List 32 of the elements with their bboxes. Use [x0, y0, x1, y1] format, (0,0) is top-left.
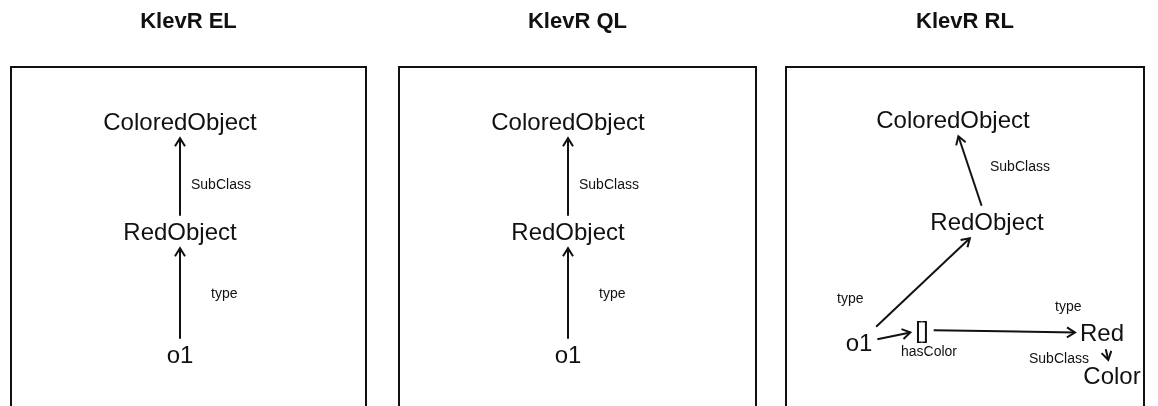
arrow — [932, 326, 1076, 339]
concept-label: Red — [1078, 319, 1126, 347]
concept-label: ColoredObject — [489, 108, 647, 136]
concept-label: RedObject — [509, 218, 627, 246]
edge-label: hasColor — [900, 343, 959, 359]
concept-label: RedObject — [928, 208, 1046, 236]
panel-title: KlevR EL — [139, 8, 238, 34]
arrow — [1100, 348, 1113, 361]
concept-label: o1 — [843, 329, 875, 357]
concept-label: o1 — [552, 341, 584, 369]
arrow — [876, 328, 912, 341]
arrow — [174, 247, 186, 340]
concept-label: ColoredObject — [874, 106, 1032, 134]
edge-label: SubClass — [1028, 350, 1090, 366]
concept-label: ColoredObject — [101, 108, 259, 136]
concept-label: o1 — [164, 341, 196, 369]
edge-label: SubClass — [989, 158, 1051, 174]
concept-label: [] — [913, 316, 931, 344]
panel-title: KlevR RL — [915, 8, 1015, 34]
edge-label: type — [1054, 298, 1083, 314]
edge-label: SubClass — [190, 176, 252, 192]
panel-title: KlevR QL — [527, 8, 628, 34]
arrow — [875, 237, 971, 328]
edge-label: type — [598, 285, 627, 301]
arrow — [955, 135, 983, 207]
edge-label: type — [210, 285, 239, 301]
arrow — [562, 247, 574, 340]
arrow — [562, 137, 574, 217]
edge-label: type — [836, 290, 865, 306]
edge-label: SubClass — [578, 176, 640, 192]
concept-label: RedObject — [121, 218, 239, 246]
arrow — [174, 137, 186, 217]
